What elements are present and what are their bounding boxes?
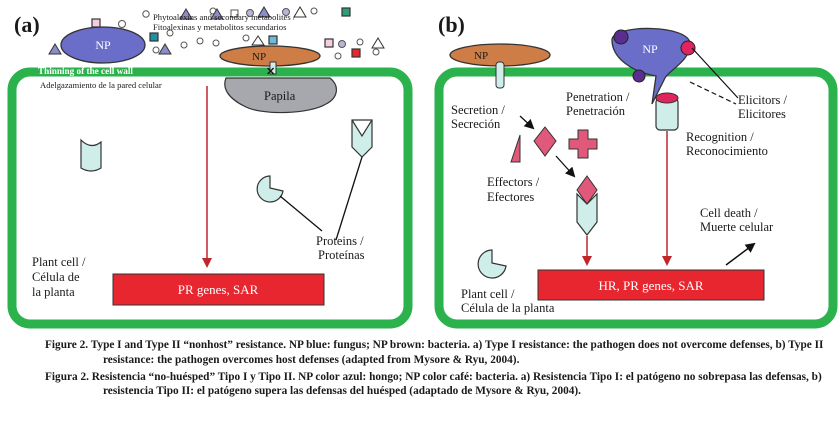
- effector-diamond-1: [533, 126, 557, 157]
- cell-death-label-es: Muerte celular: [700, 220, 774, 234]
- caption-es-label: Figura 2.: [45, 370, 89, 383]
- receptor-line-a: [335, 156, 363, 241]
- phytoalexins-label-es: Fitoalexinas y metabolitos secundarios: [153, 22, 287, 32]
- plant-cell-a-3: la planta: [32, 285, 75, 299]
- plant-cell-a-2: Célula de: [32, 270, 80, 284]
- effector-cross: [568, 129, 598, 159]
- phytoalexins-label-en: Phytoalexins and secondary metabolites /: [153, 12, 296, 22]
- secretion-label-es: Secreción: [451, 117, 501, 131]
- plant-cell-b-en: Plant cell /: [461, 287, 515, 301]
- plant-cell-a-1: Plant cell /: [32, 255, 86, 269]
- hr-bar-b: [537, 269, 765, 301]
- panel-a: (a): [7, 6, 413, 329]
- bacteria-np-b-label: NP: [474, 50, 488, 62]
- caption-english: Figure 2. Type I and Type II “nonhost” r…: [45, 338, 835, 368]
- blocked-x-mark: ✕: [266, 66, 275, 78]
- proteins-label-es: Proteínas: [318, 248, 365, 262]
- thinning-label-en: Thinning of the cell wall: [38, 66, 133, 76]
- receptor-notched-a: [351, 119, 373, 158]
- elicitor-dot-2: [680, 40, 696, 56]
- elicitors-label-es: Elicitores: [738, 107, 786, 121]
- effectors-label-es: Efectores: [487, 190, 534, 204]
- metabolite-shapes: [48, 6, 385, 60]
- caption-en-label: Figure 2.: [45, 339, 89, 351]
- elicitor-line: [691, 47, 739, 99]
- fungus-np-b: [611, 27, 691, 105]
- penetration-label-en: Penetration /: [566, 90, 630, 104]
- elicitor-dot-1: [613, 29, 629, 45]
- papila-label: Papila: [264, 89, 296, 103]
- effector-triangle: [510, 134, 521, 163]
- caption-en-text: Type I and Type II “nonhost” resistance.…: [90, 339, 824, 366]
- caption-spanish: Figura 2. Resistencia “no-huésped” Tipo …: [45, 370, 835, 400]
- recognition-ligand: [655, 92, 679, 104]
- plant-cell-wall-a: [7, 67, 413, 329]
- hr-bar-b-label: HR, PR genes, SAR: [598, 278, 703, 293]
- bacteria-np-a-label: NP: [252, 51, 266, 63]
- pr-genes-bar-a-label: PR genes, SAR: [178, 282, 259, 297]
- fungus-np-a: [60, 26, 146, 64]
- recognition-label-en: Recognition /: [686, 130, 754, 144]
- thinning-label-es: Adelgazamiento de la pared celular: [40, 80, 162, 90]
- figure-caption: Figure 2. Type I and Type II “nonhost” r…: [45, 338, 835, 401]
- plant-cell-b-es: Célula de la planta: [461, 301, 555, 315]
- fungus-np-a-label: NP: [95, 38, 111, 52]
- pr-genes-bar-a: [112, 273, 325, 306]
- panel-b-letter: (b): [438, 12, 465, 37]
- receptor-pacman-a: [256, 175, 284, 203]
- penetration-label-es: Penetración: [566, 104, 626, 118]
- panel-a-letter: (a): [14, 12, 40, 37]
- elicitor-dot-3: [632, 69, 646, 83]
- cell-death-arrow: [725, 242, 756, 266]
- cell-death-label-en: Cell death /: [700, 206, 758, 220]
- bacteria-pilus: [269, 61, 277, 75]
- papila-shape: [224, 77, 337, 114]
- secretion-needle: [495, 61, 505, 89]
- receptor-pacman-b: [477, 249, 507, 279]
- secretion-label-en: Secretion /: [451, 103, 505, 117]
- panel-b: (b) NP NP Penetration / Penetración Elic…: [434, 12, 838, 329]
- caption-es-text: Resistencia “no-huésped” Tipo I y Tipo I…: [91, 370, 822, 398]
- receptor-pacman-line: [279, 195, 323, 232]
- elicitor-dashed-line: [689, 81, 737, 105]
- fungus-np-b-label: NP: [642, 42, 658, 56]
- effector-arrow: [555, 155, 576, 178]
- effectors-label-en: Effectors /: [487, 175, 540, 189]
- receptor-cup-a: [80, 138, 102, 172]
- elicitors-label-en: Elicitors /: [738, 93, 787, 107]
- secretion-arrow: [519, 115, 535, 130]
- recognition-label-es: Reconocimiento: [686, 144, 768, 158]
- effector-receptor: [576, 192, 598, 236]
- proteins-label-en: Proteins /: [316, 234, 364, 248]
